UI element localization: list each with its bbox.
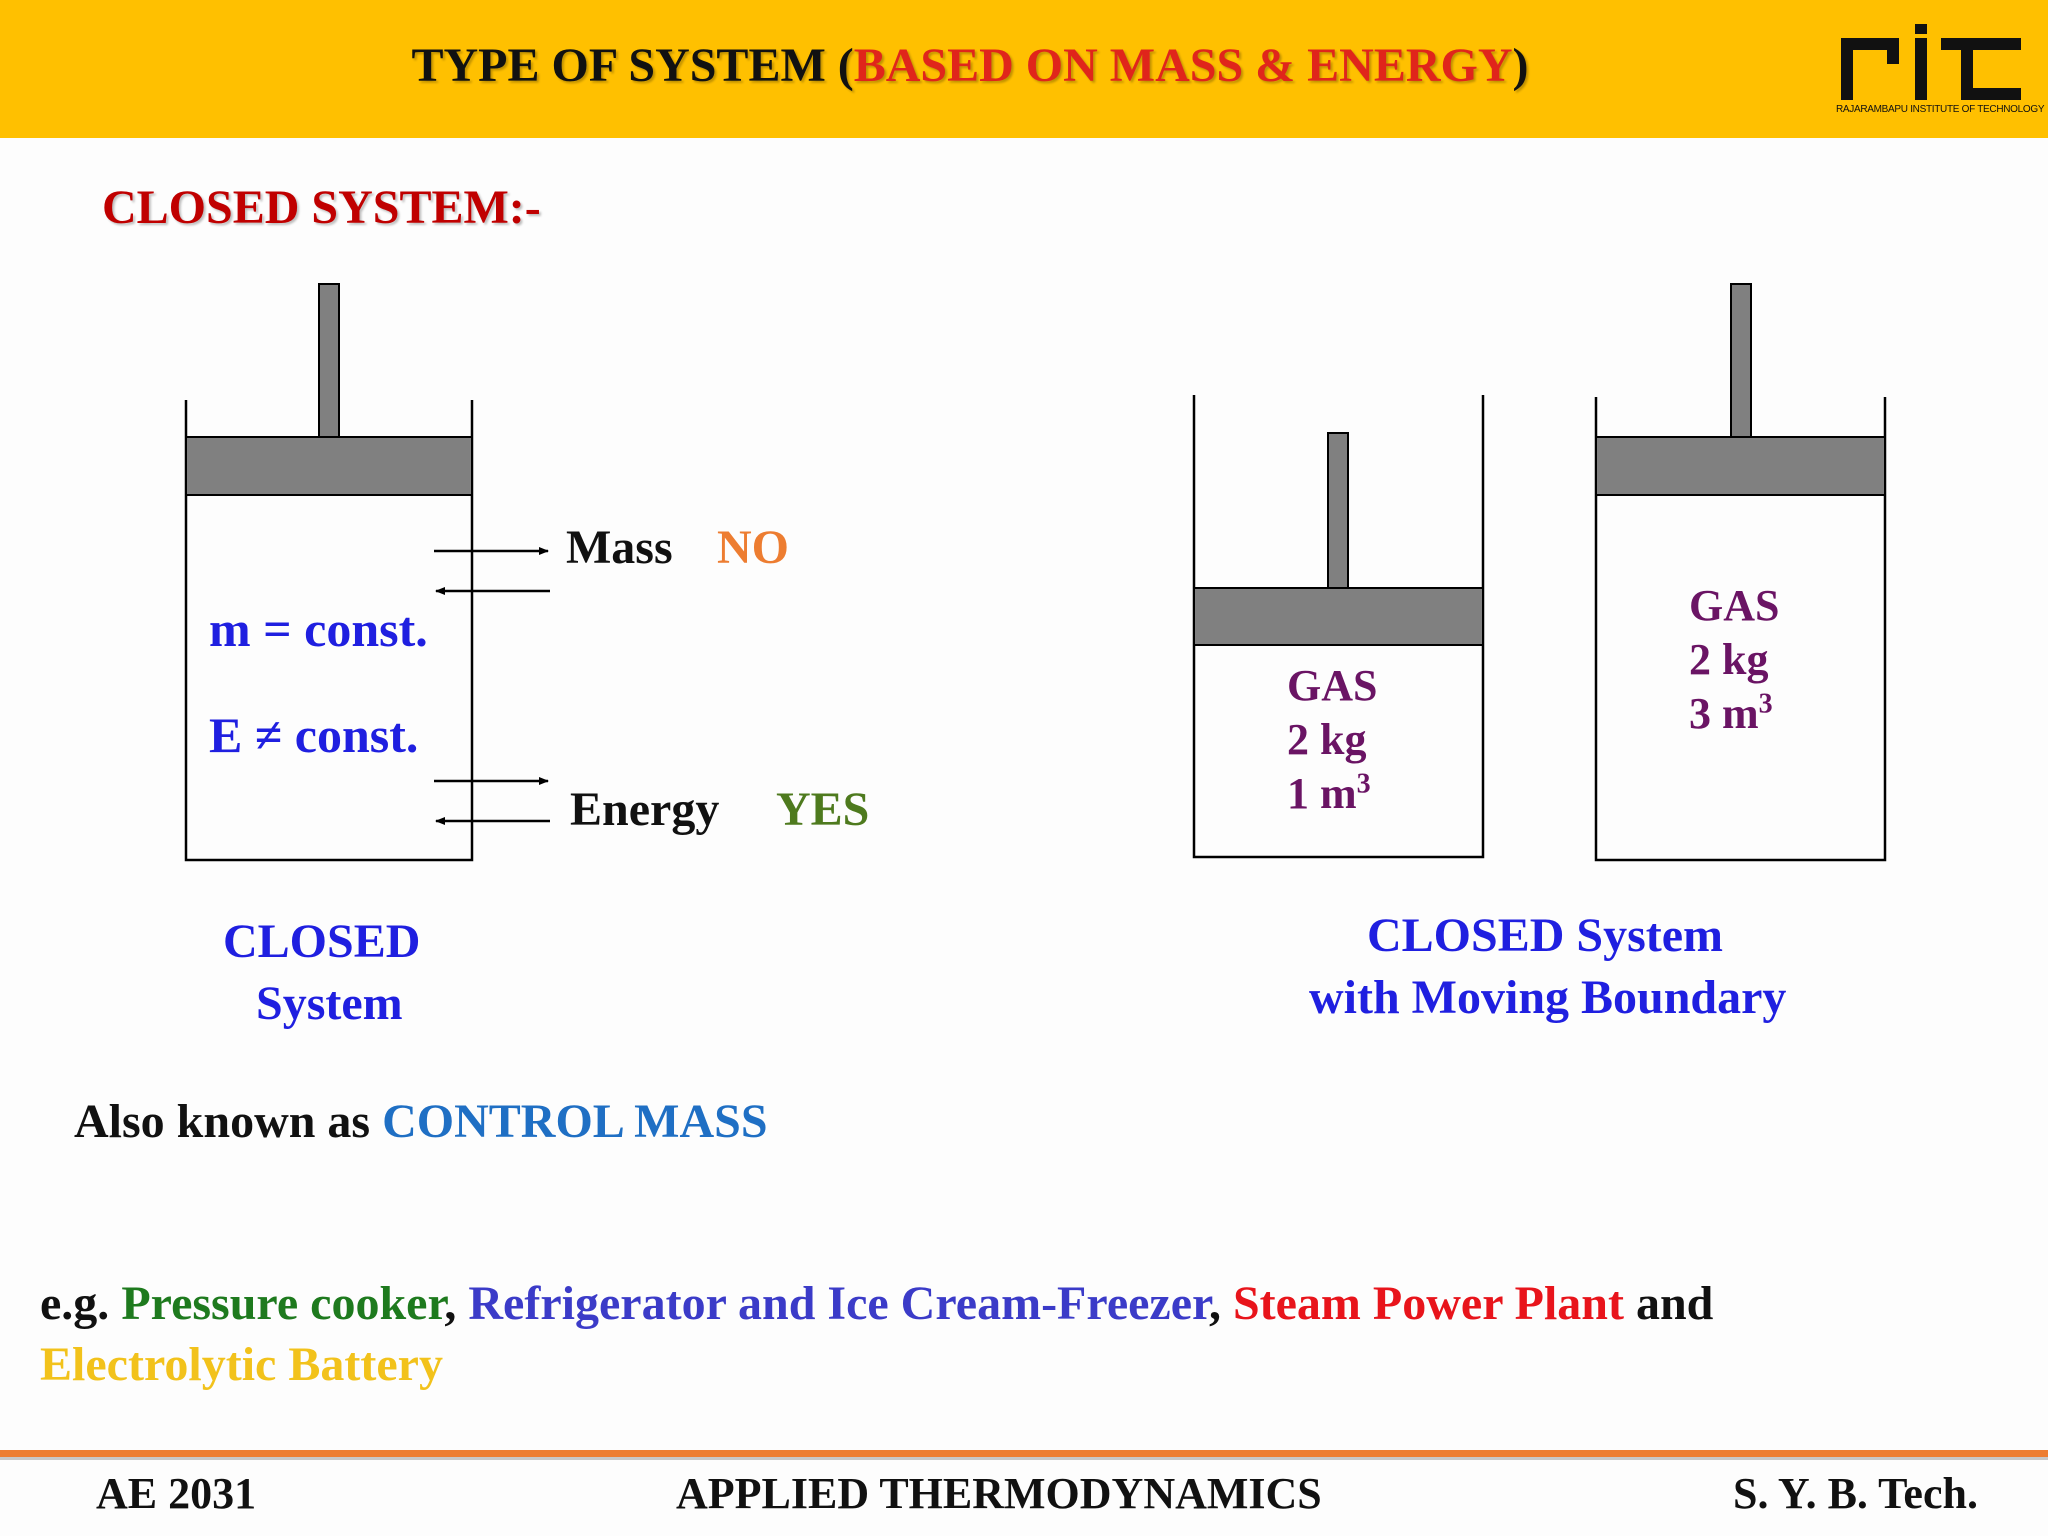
- also-known-as-prefix: Also known as: [74, 1095, 383, 1148]
- piston-rod-1: [1327, 432, 1349, 589]
- title-banner: [0, 0, 2048, 138]
- cylinder-1-mass: 2 kg: [1287, 715, 1367, 764]
- cylinder-1-gas-label: GAS: [1287, 661, 1378, 710]
- left-caption-line2: System: [256, 977, 403, 1030]
- logo-subtitle: RAJARAMBAPU INSTITUTE OF TECHNOLOGY: [1836, 104, 2045, 115]
- moving-boundary-cylinder-2: [1594, 283, 1887, 862]
- footer-divider-shadow: [0, 1457, 2048, 1460]
- cylinder-2-volume: 3 m3: [1689, 688, 1773, 739]
- left-piston: [185, 436, 473, 496]
- mass-arrows: [434, 547, 550, 595]
- cylinder-2-gas-label: GAS: [1689, 581, 1780, 630]
- examples-separator-3: and: [1623, 1277, 1714, 1330]
- example-pressure-cooker: Pressure cooker: [121, 1277, 445, 1330]
- examples-separator-1: ,: [444, 1277, 469, 1330]
- cylinder-2-volume-exponent: 3: [1758, 688, 1773, 720]
- also-known-as-line: Also known as CONTROL MASS: [74, 1094, 768, 1149]
- examples-line-1: e.g. Pressure cooker, Refrigerator and I…: [40, 1276, 1713, 1331]
- energy-not-const-equation: E ≠ const.: [209, 707, 419, 763]
- title-highlight: BASED ON MASS & ENERGY: [853, 39, 1513, 92]
- cylinder-1-volume-exponent: 3: [1356, 768, 1371, 800]
- example-refrigerator: Refrigerator and Ice Cream-Freezer: [468, 1277, 1209, 1330]
- energy-label: Energy: [570, 783, 720, 836]
- energy-arrows: [434, 777, 550, 825]
- right-caption-line1: CLOSED System: [1367, 909, 1724, 962]
- cylinder-1-volume: 1 m3: [1287, 768, 1371, 819]
- slide-title: TYPE OF SYSTEM (BASED ON MASS & ENERGY): [0, 38, 1940, 93]
- mass-label: Mass: [566, 521, 673, 574]
- examples-prefix: e.g.: [40, 1277, 122, 1330]
- right-caption-line2: with Moving Boundary: [1309, 971, 1787, 1024]
- rit-logo-icon: [1841, 24, 2021, 100]
- left-cylinder: [184, 283, 474, 862]
- cylinder-1-volume-value: 1 m: [1287, 769, 1357, 818]
- piston-2: [1595, 436, 1886, 496]
- mass-const-equation: m = const.: [209, 601, 428, 657]
- title-suffix: ): [1512, 39, 1529, 92]
- title-prefix: TYPE OF SYSTEM (: [411, 39, 854, 92]
- footer-class: S. Y. B. Tech.: [1733, 1469, 1978, 1518]
- section-heading: CLOSED SYSTEM:-: [102, 181, 541, 234]
- moving-boundary-cylinder-1: [1192, 395, 1485, 859]
- example-electrolytic-battery: Electrolytic Battery: [40, 1338, 443, 1391]
- left-piston-rod: [318, 283, 340, 438]
- footer-course-code: AE 2031: [96, 1469, 257, 1518]
- cylinder-2-volume-value: 3 m: [1689, 689, 1759, 738]
- example-steam-power-plant: Steam Power Plant: [1232, 1277, 1624, 1330]
- control-mass-term: CONTROL MASS: [382, 1095, 768, 1148]
- mass-no-value: NO: [717, 521, 789, 574]
- piston-rod-2: [1730, 283, 1752, 438]
- footer-course-title: APPLIED THERMODYNAMICS: [676, 1469, 1322, 1518]
- piston-1: [1193, 587, 1484, 646]
- examples-separator-2: ,: [1208, 1277, 1233, 1330]
- energy-yes-value: YES: [776, 783, 870, 836]
- cylinder-2-mass: 2 kg: [1689, 635, 1769, 684]
- footer-divider: [0, 1450, 2048, 1457]
- left-caption-line1: CLOSED: [223, 915, 421, 968]
